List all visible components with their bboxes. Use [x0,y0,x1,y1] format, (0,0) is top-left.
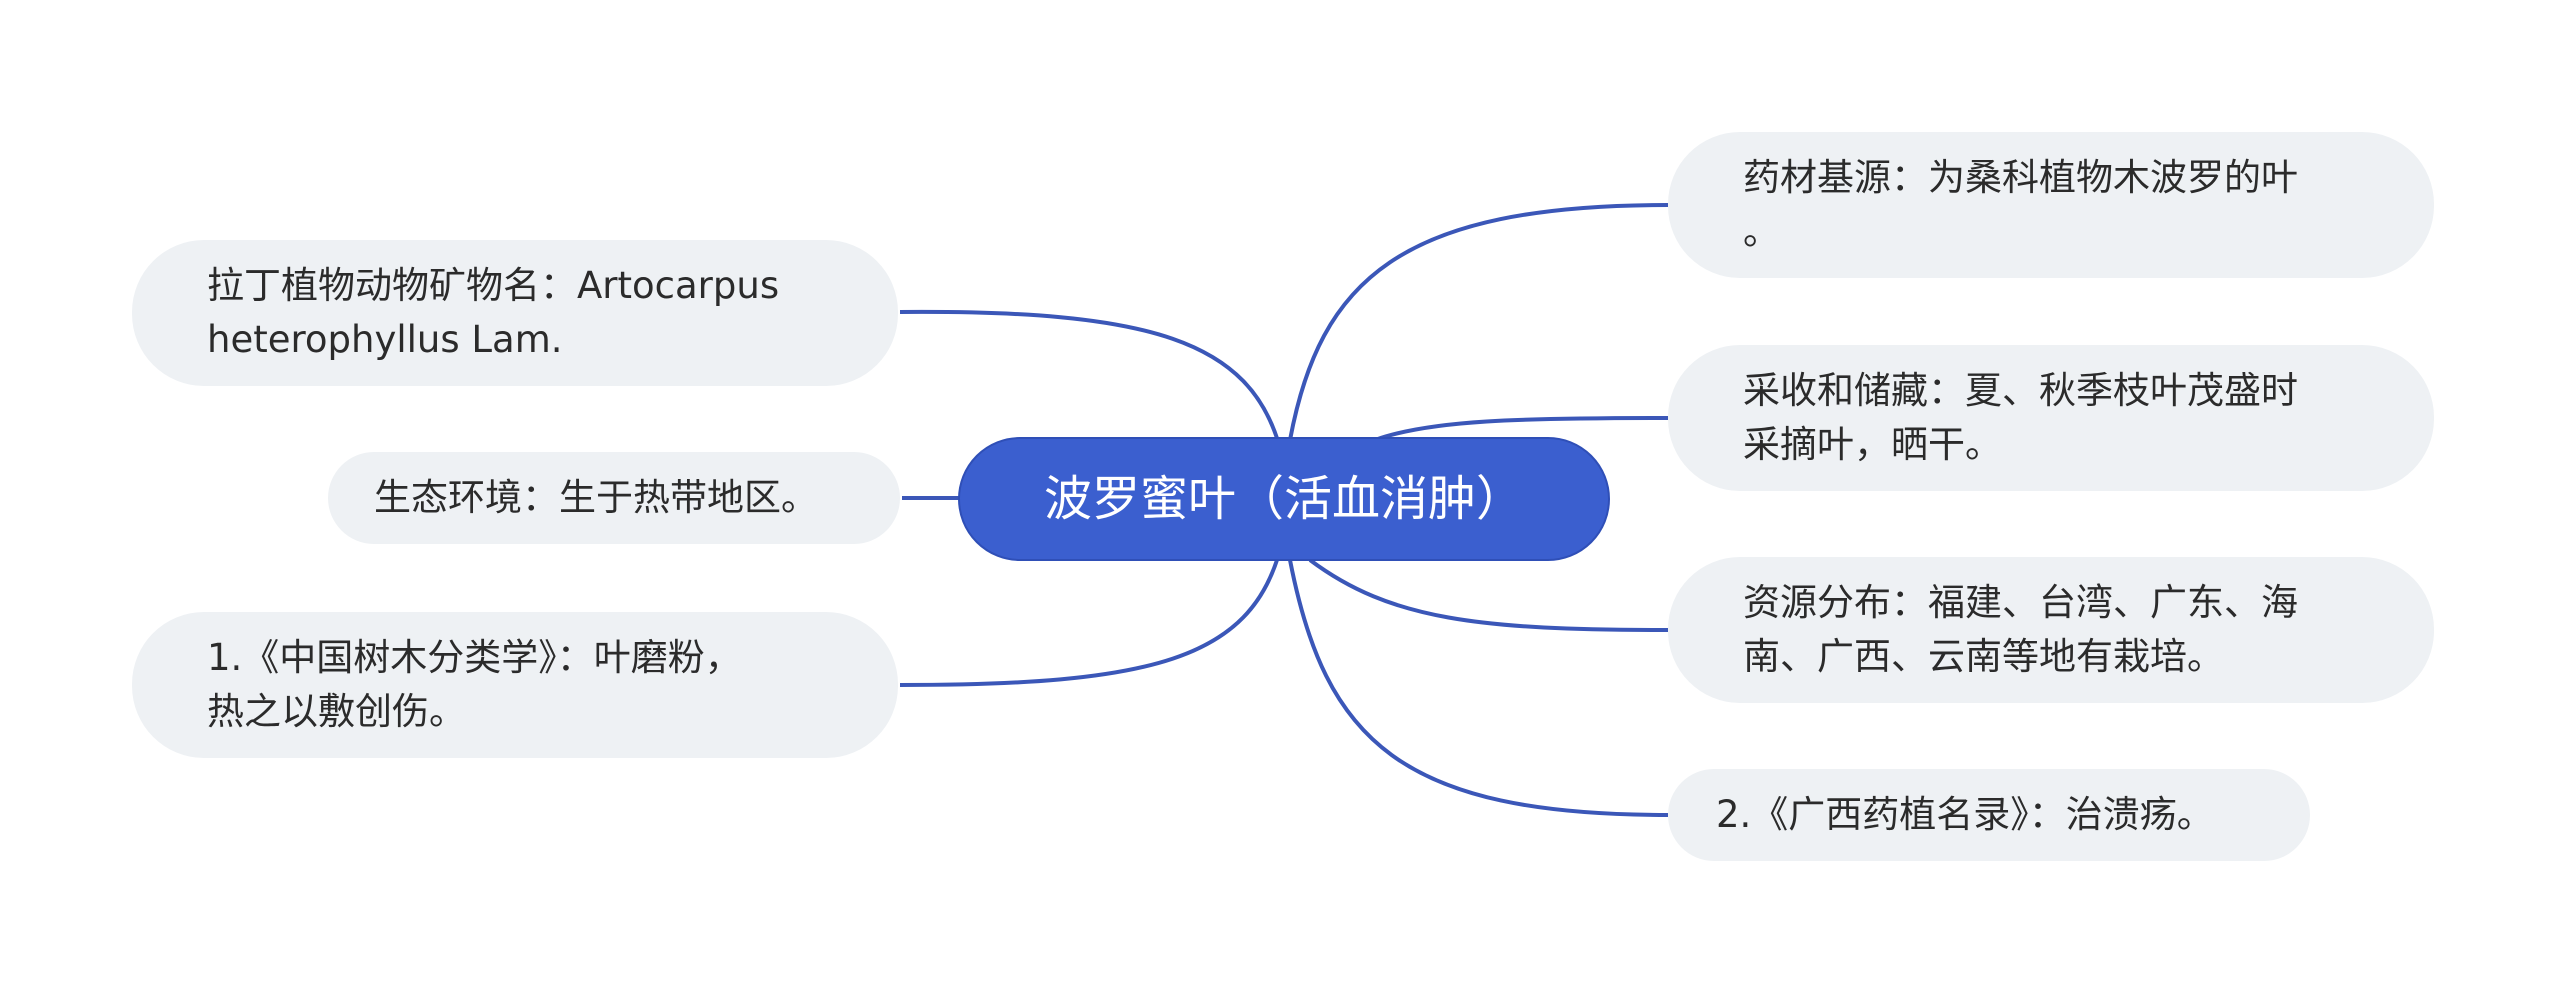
connector-right-3 [1308,558,1669,632]
right-node-harvest[interactable]: 采收和储藏：夏、秋季枝叶茂盛时 采摘叶，晒干。 [1668,345,2434,491]
connector-left-1 [899,309,1282,449]
right-node-harvest-label: 采收和储藏：夏、秋季枝叶茂盛时 采摘叶，晒干。 [1743,369,2298,466]
left-node-ecology-label: 生态环境：生于热带地区。 [374,476,818,519]
left-node-tree-classification[interactable]: 1.《中国树木分类学》：叶磨粉， 热之以敷创伤。 [132,612,898,758]
right-node-distribution-label: 资源分布：福建、台湾、广东、海 南、广西、云南等地有栽培。 [1743,581,2298,678]
connector-right-4 [1288,559,1669,817]
right-node-guangxi-records-label: 2.《广西药植名录》：治溃疡。 [1716,793,2214,836]
central-topic[interactable]: 波罗蜜叶（活血消肿） [958,437,1610,561]
right-node-distribution[interactable]: 资源分布：福建、台湾、广东、海 南、广西、云南等地有栽培。 [1668,557,2434,703]
connector-left-3 [899,549,1282,687]
right-node-source-label: 药材基源：为桑科植物木波罗的叶 。 [1743,156,2298,253]
left-node-ecology[interactable]: 生态环境：生于热带地区。 [328,452,900,544]
connector-right-1 [1288,203,1669,441]
left-node-tree-classification-label: 1.《中国树木分类学》：叶磨粉， 热之以敷创伤。 [207,636,742,733]
right-node-guangxi-records[interactable]: 2.《广西药植名录》：治溃疡。 [1668,769,2310,861]
right-node-source[interactable]: 药材基源：为桑科植物木波罗的叶 。 [1668,132,2434,278]
central-topic-label: 波罗蜜叶（活血消肿） [1043,471,1524,527]
left-node-latin-name[interactable]: 拉丁植物动物矿物名：Artocarpus heterophyllus Lam. [132,240,898,386]
connector-right-2 [1374,416,1669,442]
left-node-latin-name-label: 拉丁植物动物矿物名：Artocarpus heterophyllus Lam. [207,264,780,361]
